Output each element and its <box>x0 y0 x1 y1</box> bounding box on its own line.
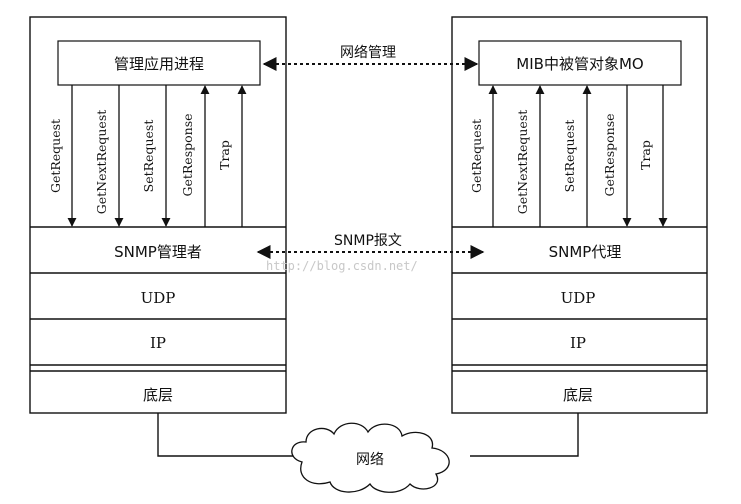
agent-network-connector <box>470 413 579 457</box>
manager-bottom-label: 底层 <box>143 386 173 404</box>
manager-arrow-label-getrequest: GetRequest <box>48 119 63 193</box>
manager-network-connector <box>157 413 298 457</box>
agent-arrow-label-getrequest: GetRequest <box>469 119 484 193</box>
agent-ip-label: IP <box>570 334 586 352</box>
manager-udp-label: UDP <box>141 289 176 307</box>
agent-mo-box <box>478 40 682 86</box>
agent-snmp-label: SNMP代理 <box>549 243 622 261</box>
manager-process-box <box>57 40 261 86</box>
manager-arrow-label-getresponse: GetResponse <box>180 113 195 196</box>
agent-stack: MIB中被管对象MO SNMP代理 UDP IP 底层 GetRequest G… <box>451 16 708 414</box>
manager-snmp-label: SNMP管理者 <box>114 243 202 261</box>
manager-ip-label: IP <box>150 334 166 352</box>
network-management-label: 网络管理 <box>340 45 396 61</box>
agent-outer-frame <box>451 16 708 414</box>
agent-arrow-label-setrequest: SetRequest <box>562 120 577 193</box>
agent-arrow-label-getnextrequest: GetNextRequest <box>515 110 530 215</box>
network-cloud-icon <box>291 422 450 493</box>
agent-arrow-label-getresponse: GetResponse <box>602 113 617 196</box>
agent-arrow-label-trap: Trap <box>638 140 653 170</box>
manager-arrow-label-getnextrequest: GetNextRequest <box>94 110 109 215</box>
network-cloud-label: 网络 <box>356 452 384 468</box>
watermark-text: http://blog.csdn.net/ <box>266 259 418 273</box>
network-management-label-bg <box>326 44 408 60</box>
agent-bottom-label: 底层 <box>563 386 593 404</box>
manager-arrow-label-setrequest: SetRequest <box>141 120 156 193</box>
manager-process-label: 管理应用进程 <box>114 55 204 73</box>
agent-mo-label: MIB中被管对象MO <box>516 55 643 73</box>
snmp-message-label-bg <box>319 232 415 248</box>
snmp-message-label: SNMP报文 <box>334 233 402 249</box>
agent-udp-label: UDP <box>561 289 596 307</box>
manager-arrow-label-trap: Trap <box>217 140 232 170</box>
manager-stack: 管理应用进程 SNMP管理者 UDP IP 底层 GetRequest GetN… <box>29 16 287 414</box>
